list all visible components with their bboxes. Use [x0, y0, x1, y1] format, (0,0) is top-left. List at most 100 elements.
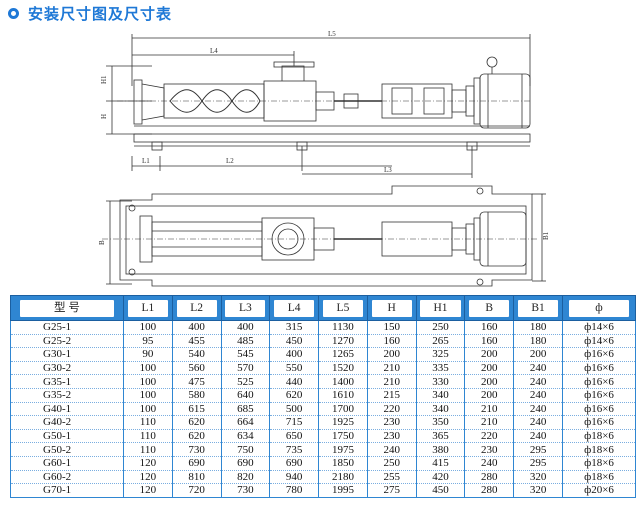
cell-l1: 100	[123, 402, 173, 417]
cell-l3: 685	[220, 402, 271, 417]
cell-b: 160	[464, 320, 515, 335]
cell-l2: 720	[171, 483, 222, 498]
cell-h: 210	[366, 374, 417, 389]
cell-h1: 365	[415, 429, 466, 444]
cell-l1: 90	[123, 347, 173, 362]
cell-l3: 634	[220, 429, 271, 444]
cell-model: G30-2	[10, 361, 124, 376]
cell-model: G70-1	[10, 483, 124, 498]
cell-l5: 1850	[318, 456, 368, 471]
cell-l5: 1520	[318, 361, 368, 376]
cell-l4: 550	[269, 361, 320, 376]
cell-b: 160	[464, 334, 515, 349]
cell-b1: 180	[513, 334, 563, 349]
cell-l5: 1995	[318, 483, 368, 498]
cell-h1: 335	[415, 361, 466, 376]
cell-diameter: ф20×6	[562, 483, 636, 498]
cell-l3: 750	[220, 442, 271, 457]
cell-h1: 325	[415, 347, 466, 362]
cell-l3: 570	[220, 361, 271, 376]
cell-h: 160	[366, 334, 417, 349]
cell-h: 215	[366, 388, 417, 403]
label-h: H	[100, 114, 108, 119]
col-header-b1: B1	[513, 295, 563, 321]
cell-b: 240	[464, 456, 515, 471]
cell-b1: 180	[513, 320, 563, 335]
cell-h1: 265	[415, 334, 466, 349]
cell-model: G35-1	[10, 374, 124, 389]
cell-h1: 350	[415, 415, 466, 430]
cell-l5: 1400	[318, 374, 368, 389]
cell-l1: 120	[123, 483, 173, 498]
cell-l2: 620	[171, 415, 222, 430]
cell-l3: 730	[220, 483, 271, 498]
cell-model: G30-1	[10, 347, 124, 362]
cell-h: 275	[366, 483, 417, 498]
cell-l5: 1925	[318, 415, 368, 430]
cell-l3: 400	[220, 320, 271, 335]
cell-b: 210	[464, 402, 515, 417]
label-b1: B1	[542, 231, 550, 240]
cell-l4: 780	[269, 483, 320, 498]
cell-diameter: ф16×6	[562, 361, 636, 376]
cell-l4: 735	[269, 442, 320, 457]
cell-h1: 340	[415, 388, 466, 403]
cell-diameter: ф18×6	[562, 470, 636, 485]
cell-b1: 240	[513, 374, 563, 389]
cell-l3: 690	[220, 456, 271, 471]
cell-h1: 340	[415, 402, 466, 417]
cell-b1: 240	[513, 361, 563, 376]
cell-l1: 100	[123, 388, 173, 403]
cell-model: G40-1	[10, 402, 124, 417]
cell-l2: 400	[171, 320, 222, 335]
cell-b: 200	[464, 361, 515, 376]
cell-l1: 110	[123, 415, 173, 430]
cell-l5: 1975	[318, 442, 368, 457]
cell-l1: 120	[123, 456, 173, 471]
cell-h: 150	[366, 320, 417, 335]
col-header-l3: L3	[220, 295, 271, 321]
cell-diameter: ф14×6	[562, 320, 636, 335]
cell-diameter: ф16×6	[562, 374, 636, 389]
cell-h: 230	[366, 429, 417, 444]
cell-l2: 455	[171, 334, 222, 349]
ring-bullet-icon	[8, 7, 19, 19]
cell-l2: 580	[171, 388, 222, 403]
cell-l5: 1130	[318, 320, 368, 335]
cell-l5: 2180	[318, 470, 368, 485]
cell-l3: 525	[220, 374, 271, 389]
cell-b1: 240	[513, 415, 563, 430]
label-l4: L4	[210, 47, 218, 55]
cell-b1: 240	[513, 429, 563, 444]
cell-b: 200	[464, 347, 515, 362]
cell-l2: 615	[171, 402, 222, 417]
label-h1: H1	[100, 75, 108, 84]
cell-diameter: ф16×6	[562, 402, 636, 417]
cell-l5: 1700	[318, 402, 368, 417]
cell-l4: 400	[269, 347, 320, 362]
cell-b1: 240	[513, 388, 563, 403]
col-header-diameter: ф	[562, 295, 636, 321]
cell-h1: 250	[415, 320, 466, 335]
cell-l3: 545	[220, 347, 271, 362]
col-header-l4: L4	[269, 295, 320, 321]
cell-b: 230	[464, 442, 515, 457]
cell-l4: 940	[269, 470, 320, 485]
cell-b: 280	[464, 470, 515, 485]
cell-l5: 1270	[318, 334, 368, 349]
cell-diameter: ф18×6	[562, 442, 636, 457]
cell-b: 210	[464, 415, 515, 430]
cell-b1: 295	[513, 442, 563, 457]
cell-l1: 100	[123, 361, 173, 376]
cell-l1: 100	[123, 320, 173, 335]
